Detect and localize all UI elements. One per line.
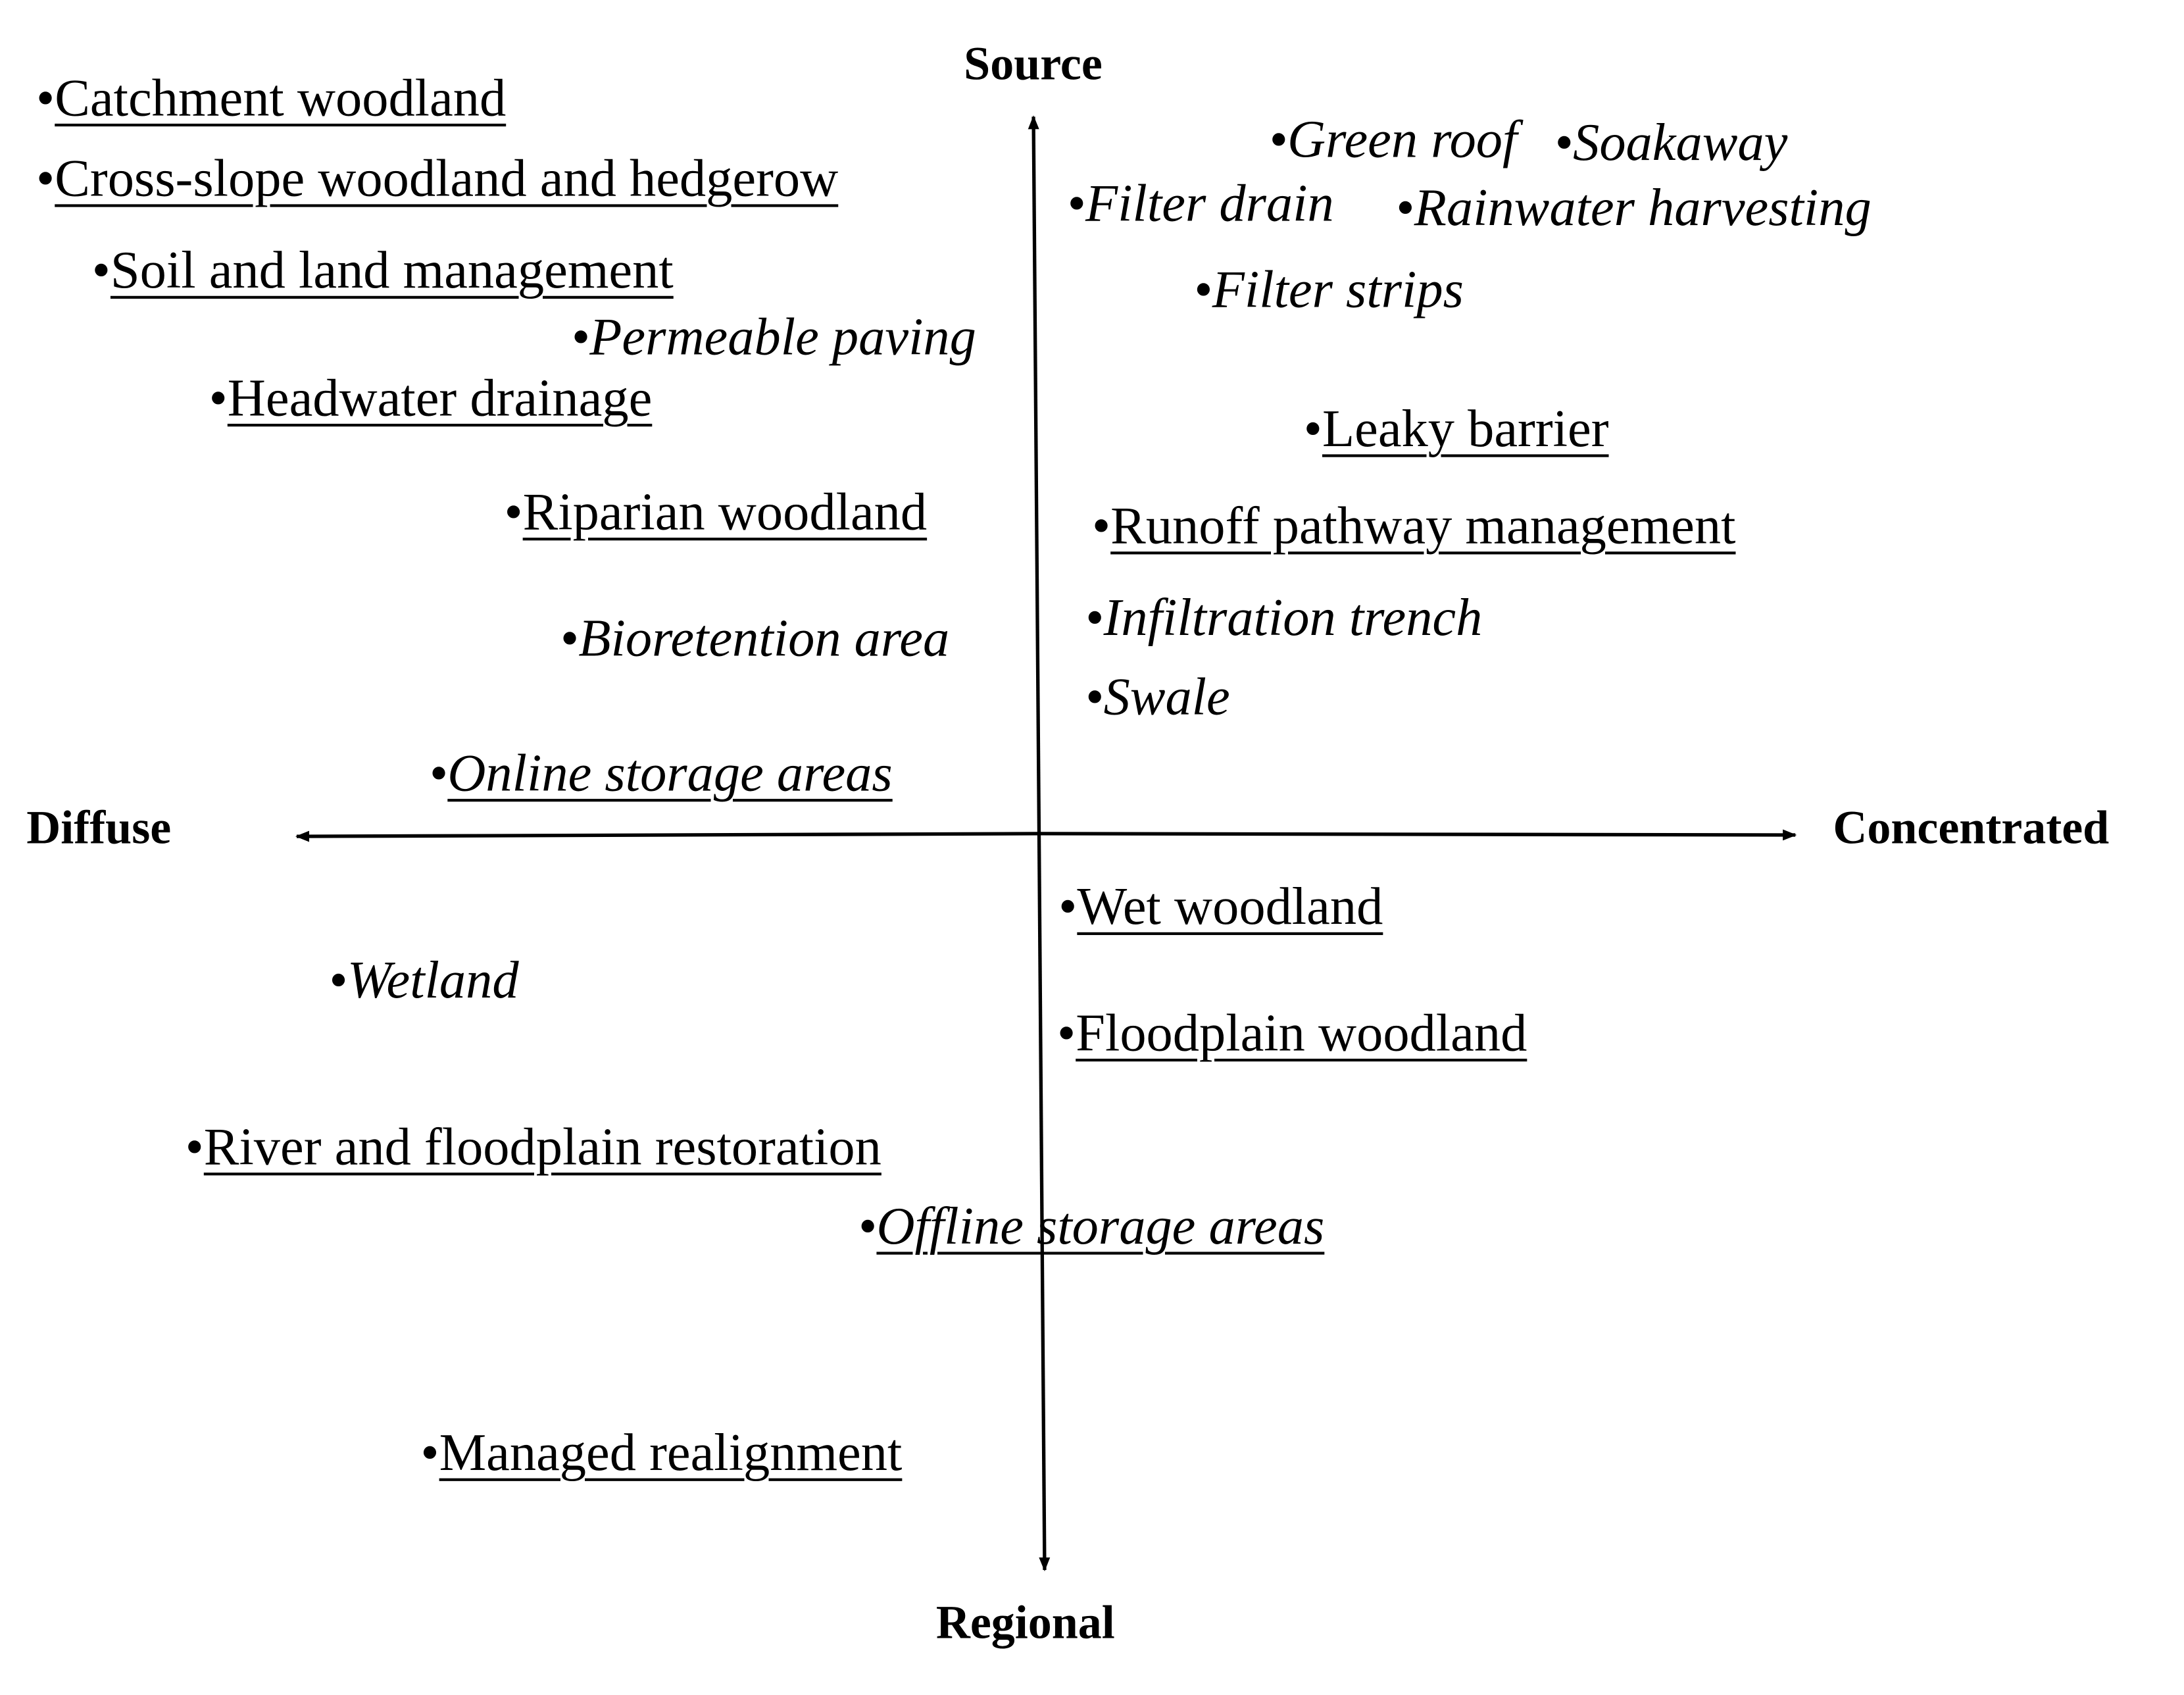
bullet: • [420,1424,439,1482]
bullet: • [858,1198,877,1256]
bullet: • [1091,497,1111,556]
item-green-roof: •Green roof [1268,111,1518,170]
bullet: • [1066,175,1086,234]
bullet: • [1057,1004,1076,1063]
item-infiltration-trench: •Infiltration trench [1085,589,1483,647]
item-permeable-paving: •Permeable paving [571,308,976,367]
item-managed-realignment: •Managed realignment [420,1424,903,1482]
item-wetland: •Wetland [328,951,519,1011]
bullet: • [1303,400,1322,459]
axis-label-source: Source [964,39,1103,91]
bullet: • [1193,261,1212,320]
item-rainwater-harvesting: •Rainwater harvesting [1395,179,1872,238]
bullet: • [1058,878,1078,937]
item-filter-drain: •Filter drain [1066,175,1334,234]
axis-label-concentrated: Concentrated [1833,803,2110,855]
item-leaky-barrier: •Leaky barrier [1303,400,1609,459]
bullet: • [1395,179,1414,238]
item-riparian-woodland: •Riparian woodland [504,483,928,542]
horizontal-axis-right-arrow [1039,829,1797,841]
bullet: • [91,241,111,301]
vertical-axis-down-arrow [1037,833,1051,1572]
item-soil-land-management: •Soil and land management [91,241,674,301]
bullet: • [36,150,55,209]
item-floodplain-woodland: •Floodplain woodland [1057,1004,1527,1063]
bullet: • [1085,668,1104,727]
bullet: • [504,483,523,542]
bullet: • [1085,589,1104,647]
item-headwater-drainage: •Headwater drainage [209,369,653,428]
item-cross-slope-woodland-hedgerow: •Cross-slope woodland and hedgerow [36,150,839,209]
item-runoff-pathway-management: •Runoff pathway management [1091,497,1736,556]
bullet: • [328,951,347,1011]
item-wet-woodland: •Wet woodland [1058,878,1383,937]
bullet: • [1268,111,1288,170]
item-online-storage-areas: •Online storage areas [429,744,893,803]
bullet: • [36,69,55,128]
axis-label-regional: Regional [935,1598,1115,1650]
item-bioretention-area: •Bioretention area [560,609,950,669]
axis-label-diffuse: Diffuse [26,803,172,855]
bullet: • [1554,114,1574,172]
bullet: • [185,1118,204,1177]
item-offline-storage-areas: •Offline storage areas [858,1198,1325,1256]
bullet: • [429,744,448,803]
item-catchment-woodland: •Catchment woodland [36,69,507,128]
item-river-floodplain-restoration: •River and floodplain restoration [185,1118,881,1177]
item-swale: •Swale [1085,668,1230,727]
item-filter-strips: •Filter strips [1193,261,1464,320]
vertical-axis-up-arrow [1028,115,1041,834]
bullet: • [571,308,590,367]
item-soakaway: •Soakaway [1554,114,1788,172]
horizontal-axis-left-arrow [295,830,1039,842]
bullet: • [560,609,579,669]
bullet: • [209,369,228,428]
